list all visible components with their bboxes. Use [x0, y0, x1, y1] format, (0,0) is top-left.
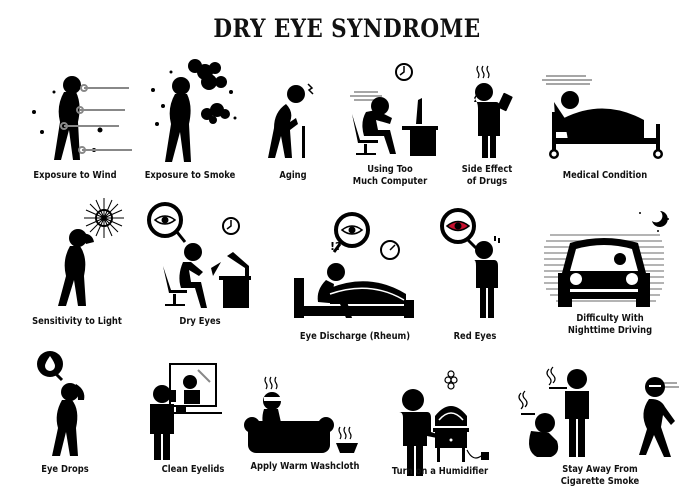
elderly-cane-icon [268, 83, 314, 158]
cell-aging: Aging [258, 80, 328, 190]
label-nighttime-driving-2: Nighttime Driving [567, 325, 653, 336]
sun-icon [58, 198, 124, 306]
reading-desk-icon [147, 202, 251, 308]
label-eye-drops: Eye Drops [41, 464, 89, 475]
label-side-effect-of-drugs-2: of Drugs [466, 176, 508, 187]
label-using-too-much-computer-1: Using Too [367, 164, 413, 175]
cell-exposure-to-smoke: Exposure to Smoke [135, 58, 245, 190]
cell-medical-condition: Medical Condition [540, 72, 670, 190]
cell-eye-discharge: !? Eye Discharge (Rheum) [290, 210, 420, 345]
red-eye-icon [440, 208, 500, 318]
smokers-icon [518, 366, 679, 457]
smoke-icon [151, 59, 237, 162]
cell-nighttime-driving: Difficulty With Nighttime Driving [540, 205, 680, 340]
sofa-washcloth-icon [244, 376, 358, 453]
mirror-icon [150, 363, 222, 460]
cell-turn-on-humidifier: Turn on a Humidifier [385, 370, 495, 480]
cell-stay-away-cigarette-smoke: Stay Away From Cigarette Smoke [515, 365, 685, 490]
computer-desk-icon [350, 63, 438, 156]
label-eye-discharge: Eye Discharge (Rheum) [299, 331, 411, 342]
cell-apply-warm-washcloth: Apply Warm Washcloth [240, 375, 370, 475]
label-stay-away-cigarette-smoke-1: Stay Away From [562, 464, 638, 475]
hospital-bed-icon [542, 75, 663, 159]
cell-red-eyes: Red Eyes [440, 208, 510, 345]
label-using-too-much-computer-2: Much Computer [352, 176, 428, 187]
exclaim-text: !? [330, 240, 341, 253]
label-dry-eyes: Dry Eyes [179, 316, 221, 327]
label-nighttime-driving-1: Difficulty With [576, 313, 644, 324]
label-aging: Aging [279, 170, 307, 181]
label-stay-away-cigarette-smoke-2: Cigarette Smoke [560, 476, 640, 487]
label-red-eyes: Red Eyes [453, 331, 497, 342]
car-night-icon [544, 211, 669, 307]
cell-side-effect-of-drugs: Side Effect of Drugs [452, 60, 522, 195]
label-exposure-to-smoke: Exposure to Smoke [144, 170, 236, 181]
label-side-effect-of-drugs-1: Side Effect [461, 164, 513, 175]
label-turn-on-humidifier: Turn on a Humidifier [391, 466, 489, 477]
humidifier-icon [399, 370, 489, 476]
bed-eye-icon: !? [294, 212, 414, 318]
label-exposure-to-wind: Exposure to Wind [33, 170, 117, 181]
cell-using-too-much-computer: Using Too Much Computer [340, 60, 440, 195]
label-clean-eyelids: Clean Eyelids [161, 464, 225, 475]
label-sensitivity-to-light: Sensitivity to Light [32, 316, 122, 327]
cell-dry-eyes: Dry Eyes [145, 200, 255, 327]
cell-exposure-to-wind: Exposure to Wind [20, 70, 132, 190]
wind-icon [32, 76, 132, 160]
cell-clean-eyelids: Clean Eyelids [148, 360, 238, 475]
eye-drop-icon [37, 351, 85, 456]
infographic-title: DRY EYE SYNDROME [213, 14, 481, 43]
label-medical-condition: Medical Condition [562, 170, 648, 181]
cell-sensitivity-to-light: Sensitivity to Light [22, 196, 132, 327]
pills-icon [474, 65, 513, 158]
cell-eye-drops: Eye Drops [30, 350, 100, 475]
label-apply-warm-washcloth: Apply Warm Washcloth [250, 461, 360, 472]
